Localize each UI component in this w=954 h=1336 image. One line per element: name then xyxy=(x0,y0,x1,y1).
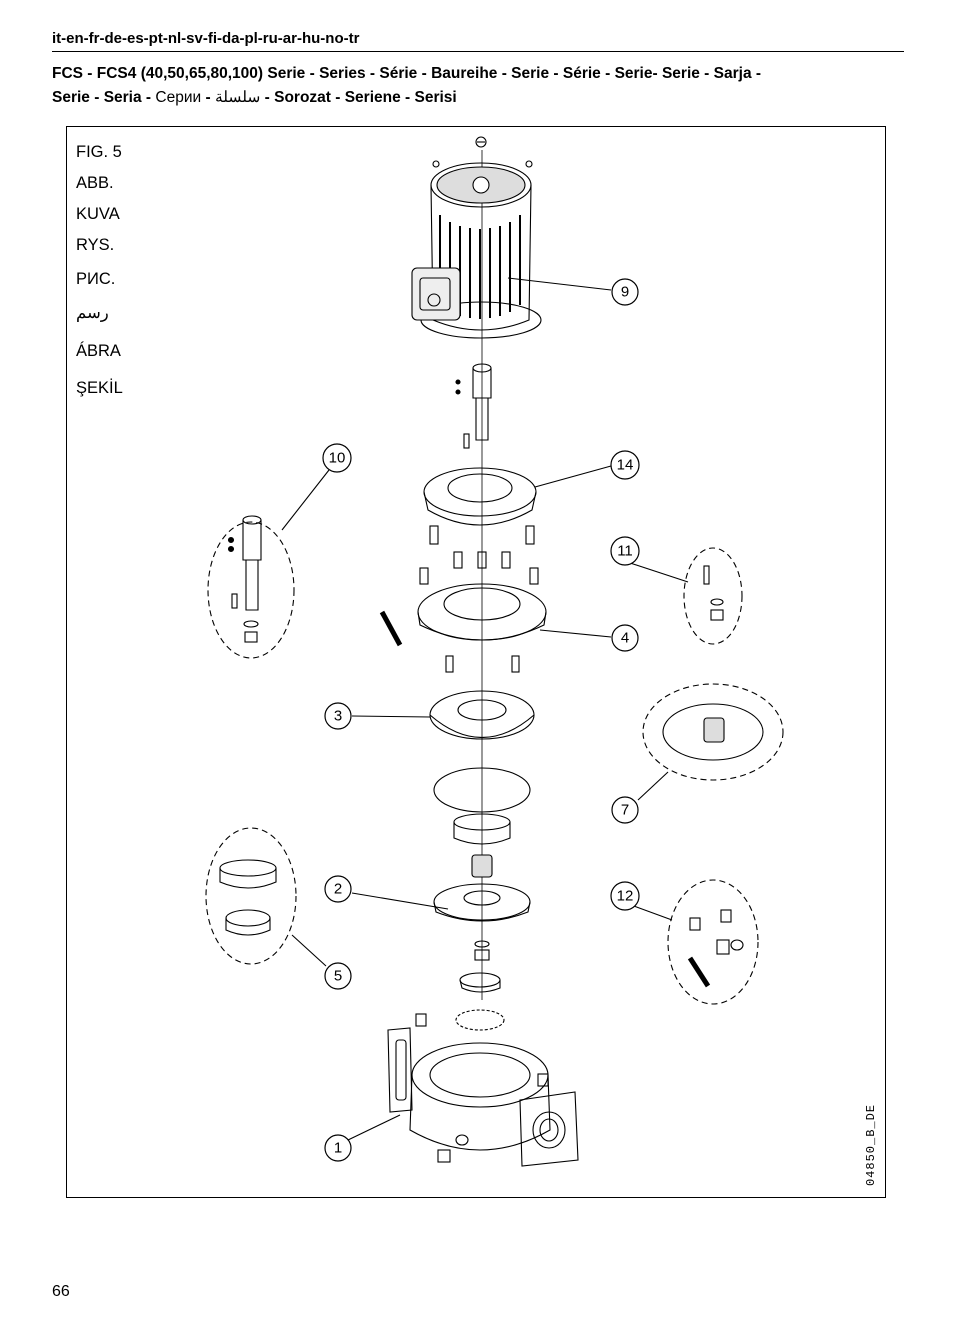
inset-key-kit-icon xyxy=(683,547,743,645)
callout-12: 12 xyxy=(610,881,640,911)
fig-label-de: ABB. xyxy=(76,174,114,192)
callout-2: 2 xyxy=(324,875,352,903)
svg-text:9: 9 xyxy=(621,284,629,301)
motor-icon xyxy=(411,160,542,339)
svg-text:12: 12 xyxy=(617,888,634,905)
callout-14: 14 xyxy=(610,450,640,480)
drawing-code: 04850_B_DE xyxy=(864,1104,878,1187)
pump-body-icon xyxy=(387,1013,579,1167)
svg-text:11: 11 xyxy=(617,543,633,560)
series-title: FCS - FCS4 (40,50,65,80,100) Serie - Ser… xyxy=(52,62,912,110)
o-ring-icon xyxy=(433,767,531,813)
cap-nut-icon xyxy=(475,136,487,148)
callout-1: 1 xyxy=(324,1134,352,1162)
svg-text:3: 3 xyxy=(334,708,342,725)
fig-label-fi: KUVA xyxy=(76,205,120,223)
title-line-2a: Serie - Seria - xyxy=(52,89,156,106)
svg-text:14: 14 xyxy=(617,457,634,474)
callout-10: 10 xyxy=(322,443,352,473)
title-line-2b: - Sorozat - Seriene - Serisi xyxy=(260,89,457,106)
fig-label-hu: ÁBRA xyxy=(76,342,121,360)
svg-text:10: 10 xyxy=(329,450,346,467)
svg-text:2: 2 xyxy=(334,881,342,898)
long-screw-icon xyxy=(379,610,403,647)
title-line-1: FCS - FCS4 (40,50,65,80,100) Serie - Ser… xyxy=(52,65,762,82)
title-russian: Серии xyxy=(155,89,202,106)
callout-11: 11 xyxy=(610,536,640,566)
adapter-plate-icon xyxy=(417,583,547,673)
shaft-coupling-icon xyxy=(455,363,492,449)
fig-label-it: FIG. 5 xyxy=(76,143,122,161)
impeller-icon xyxy=(433,883,531,922)
callout-9: 9 xyxy=(611,278,639,306)
inset-shaft-kit-icon xyxy=(207,515,295,659)
svg-text:5: 5 xyxy=(334,968,342,985)
inset-plug-kit-icon xyxy=(667,879,759,1005)
callout-4: 4 xyxy=(611,624,639,652)
inset-wear-ring-kit-icon xyxy=(205,827,297,965)
title-arabic: سلسلة xyxy=(214,89,261,106)
header-rule xyxy=(52,51,904,52)
callout-3: 3 xyxy=(324,702,352,730)
svg-text:4: 4 xyxy=(621,630,629,647)
callout-7: 7 xyxy=(611,796,639,824)
svg-text:1: 1 xyxy=(334,1140,342,1157)
callout-5: 5 xyxy=(324,962,352,990)
title-sep: - xyxy=(201,89,215,106)
fig-label-tr: ŞEKİL xyxy=(76,379,123,397)
bolts-icon xyxy=(419,525,539,585)
fig-label-ru: РИС. xyxy=(76,270,116,288)
svg-text:7: 7 xyxy=(621,802,629,819)
wear-ring-icon xyxy=(453,813,511,845)
impeller-nut-icon xyxy=(455,940,505,1031)
pump-cover-icon xyxy=(429,690,535,740)
page-number: 66 xyxy=(52,1283,70,1300)
inset-seal-kit-icon xyxy=(642,683,784,781)
fig-label-ar: رسم xyxy=(76,304,109,322)
mechanical-seal-icon xyxy=(471,854,493,878)
lantern-flange-icon xyxy=(423,467,537,526)
fig-label-pl: RYS. xyxy=(76,236,115,254)
language-codes: it-en-fr-de-es-pt-nl-sv-fi-da-pl-ru-ar-h… xyxy=(52,30,360,47)
figure-frame xyxy=(66,126,886,1198)
